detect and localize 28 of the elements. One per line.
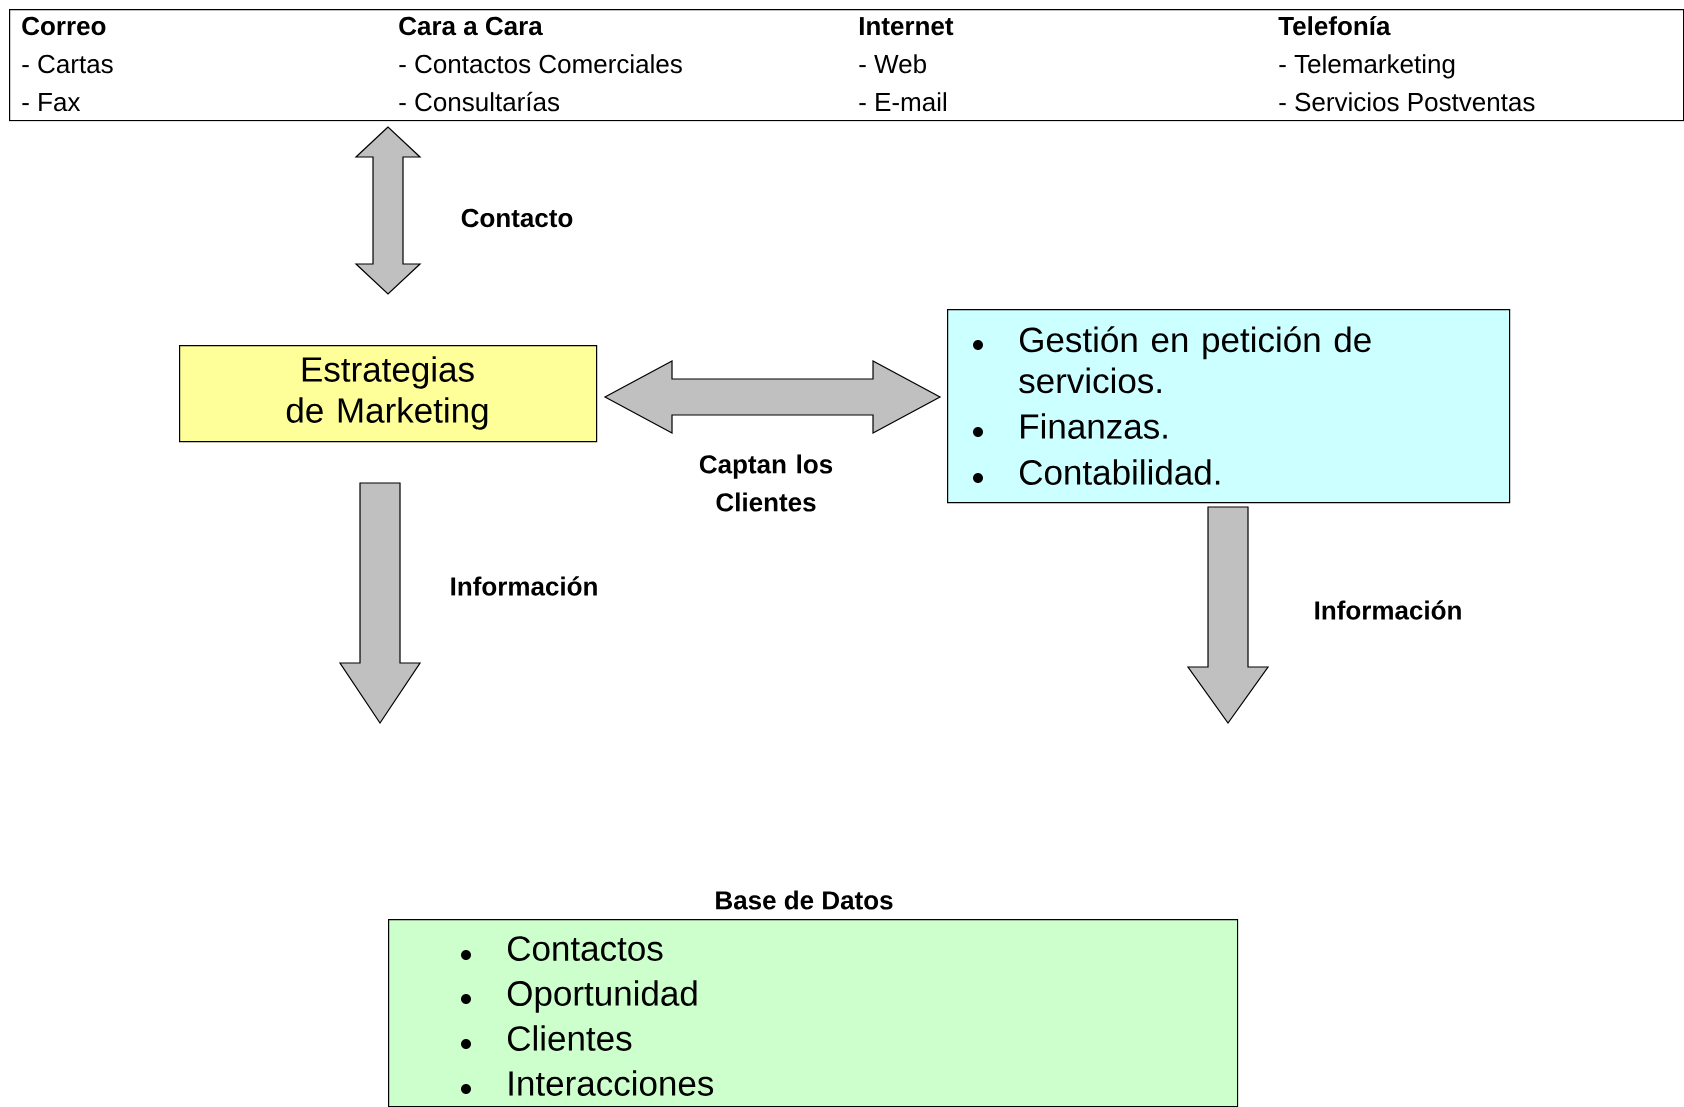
edge-label: Información bbox=[451, 576, 597, 596]
list-item: - Cartas bbox=[22, 54, 113, 74]
list-item: - Fax bbox=[22, 93, 81, 112]
list-item: - Consultarías bbox=[399, 91, 560, 112]
block-arrow bbox=[1186, 506, 1270, 725]
list-item: - Servicios Postventas bbox=[1279, 92, 1535, 112]
edge-label: Contacto bbox=[461, 208, 573, 228]
block-arrow bbox=[354, 126, 422, 295]
edge-label: Captan los Clientes bbox=[699, 454, 833, 512]
bullet-item: Clientes bbox=[461, 1025, 632, 1051]
box-heading: Base de Datos bbox=[716, 890, 893, 910]
list-item: - Web bbox=[859, 54, 926, 74]
bullet-item: Contabilidad. bbox=[973, 459, 1220, 485]
edge-label: Información bbox=[1315, 600, 1461, 620]
list-item: - E-mail bbox=[859, 92, 946, 112]
bullet-item: Oportunidad bbox=[461, 980, 697, 1013]
bullet-item: Interacciones bbox=[461, 1070, 714, 1096]
list-item: - Contactos Comerciales bbox=[399, 54, 682, 74]
list-item: - Telemarketing bbox=[1279, 54, 1455, 79]
bullet-item: Finanzas. bbox=[973, 413, 1167, 439]
box-text: Estrategias de Marketing bbox=[286, 356, 488, 430]
bullet-item: Gestión en petición de servicios. bbox=[973, 326, 1371, 394]
bullet-item: Contactos bbox=[461, 936, 663, 961]
block-arrow bbox=[338, 482, 422, 725]
column-heading: Cara a Cara bbox=[399, 16, 543, 36]
column-heading: Internet bbox=[859, 17, 954, 36]
column-heading: Correo bbox=[22, 16, 106, 36]
column-heading: Telefonía bbox=[1278, 15, 1391, 36]
